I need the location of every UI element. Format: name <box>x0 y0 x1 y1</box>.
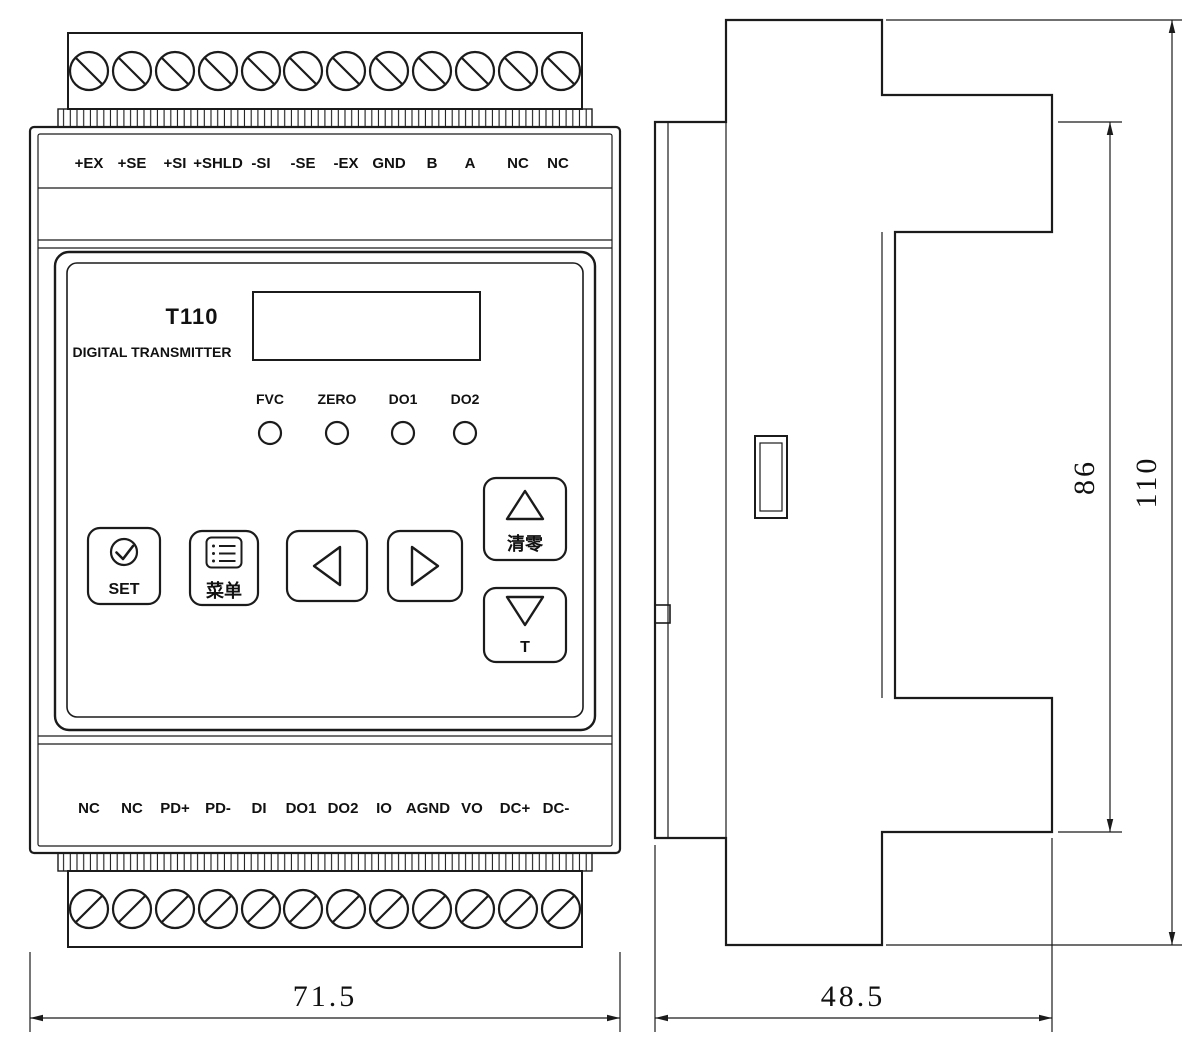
down-arrow-icon <box>505 595 545 627</box>
terminal-label: +SE <box>118 155 147 172</box>
front-body-inner-outline <box>37 133 613 847</box>
top-screw-terminal-block <box>67 32 583 110</box>
terminal-label: -EX <box>333 155 358 172</box>
side-profile-outline <box>653 18 1054 947</box>
dimension-front-width-value: 71.5 <box>293 980 358 1013</box>
terminal-label: B <box>427 155 438 172</box>
led-fvc <box>257 420 283 446</box>
terminal-label: -SI <box>251 155 270 172</box>
set-button-label: SET <box>108 581 139 598</box>
terminal-label: -SE <box>290 155 315 172</box>
up-arrow-icon <box>505 489 545 521</box>
menu-button: 菜单 <box>188 529 260 607</box>
bottom-screw-terminal-block <box>67 870 583 948</box>
left-arrow-icon <box>312 545 342 587</box>
terminal-label: +SHLD <box>193 155 243 172</box>
model-name: T110 <box>166 304 219 329</box>
top-terminal-labels: +EX +SE +SI +SHLD -SI -SE -EX GND B A NC… <box>75 155 569 172</box>
dimension-front-width: 71.5 <box>29 952 621 1032</box>
led-label-zero: ZERO <box>318 391 357 407</box>
terminal-label: PD- <box>205 800 231 817</box>
device-subtitle: DIGITAL TRANSMITTER <box>73 344 232 360</box>
terminal-label: DO2 <box>328 800 359 817</box>
led-zero <box>324 420 350 446</box>
side-view <box>653 18 1054 947</box>
dimension-body-height-value: 86 <box>1068 459 1101 495</box>
dimensions: 71.5 48.5 86 110 <box>29 19 1182 1032</box>
set-button: SET <box>86 526 162 606</box>
left-arrow-button <box>285 529 369 603</box>
terminal-label: DC- <box>543 800 570 817</box>
menu-button-label: 菜单 <box>205 580 242 602</box>
clear-button-label: 清零 <box>507 534 544 555</box>
bottom-terminal-labels: NC NC PD+ PD- DI DO1 DO2 IO AGND VO DC+ … <box>78 800 569 817</box>
up-clear-button: 清零 <box>482 476 568 562</box>
led-label-do2: DO2 <box>451 391 480 407</box>
terminal-label: +SI <box>164 155 187 172</box>
dimension-total-height-value: 110 <box>1130 456 1163 509</box>
right-arrow-icon <box>410 545 440 587</box>
led-do2 <box>452 420 478 446</box>
terminal-label: A <box>465 155 476 172</box>
down-tare-button: T <box>482 586 568 664</box>
terminal-label: PD+ <box>160 800 190 817</box>
terminal-label: GND <box>372 155 406 172</box>
menu-list-icon <box>205 536 243 569</box>
terminal-label: NC <box>507 155 529 172</box>
bottom-vent-comb <box>57 852 593 872</box>
right-arrow-button <box>386 529 464 603</box>
terminal-label: AGND <box>406 800 450 817</box>
front-view: +EX +SE +SI +SHLD -SI -SE -EX GND B A NC… <box>28 32 622 948</box>
terminal-label: DC+ <box>500 800 531 817</box>
led-do1 <box>390 420 416 446</box>
led-label-fvc: FVC <box>256 391 284 407</box>
terminal-label: NC <box>121 800 143 817</box>
side-notch <box>654 604 671 624</box>
led-indicators: FVC ZERO DO1 DO2 <box>256 391 480 446</box>
top-vent-comb <box>57 108 593 128</box>
led-label-do1: DO1 <box>389 391 418 407</box>
terminal-label: NC <box>547 155 569 172</box>
dimension-body-height: 86 <box>1058 121 1122 833</box>
dimension-total-height: 110 <box>886 19 1182 946</box>
terminal-label: DI <box>252 800 267 817</box>
dimension-side-depth-value: 48.5 <box>821 980 886 1013</box>
terminal-label: NC <box>78 800 100 817</box>
check-circle-icon <box>109 537 139 567</box>
check-icon <box>115 544 135 561</box>
front-panel: T110 DIGITAL TRANSMITTER FVC ZERO DO1 DO… <box>53 250 597 732</box>
terminal-label: IO <box>376 800 392 817</box>
tare-button-label: T <box>520 639 530 656</box>
din-rail-latch <box>754 435 788 519</box>
terminal-label: +EX <box>75 155 104 172</box>
dimension-side-depth: 48.5 <box>654 838 1053 1032</box>
terminal-label: DO1 <box>286 800 317 817</box>
terminal-label: VO <box>461 800 483 817</box>
lcd-display <box>252 291 481 361</box>
